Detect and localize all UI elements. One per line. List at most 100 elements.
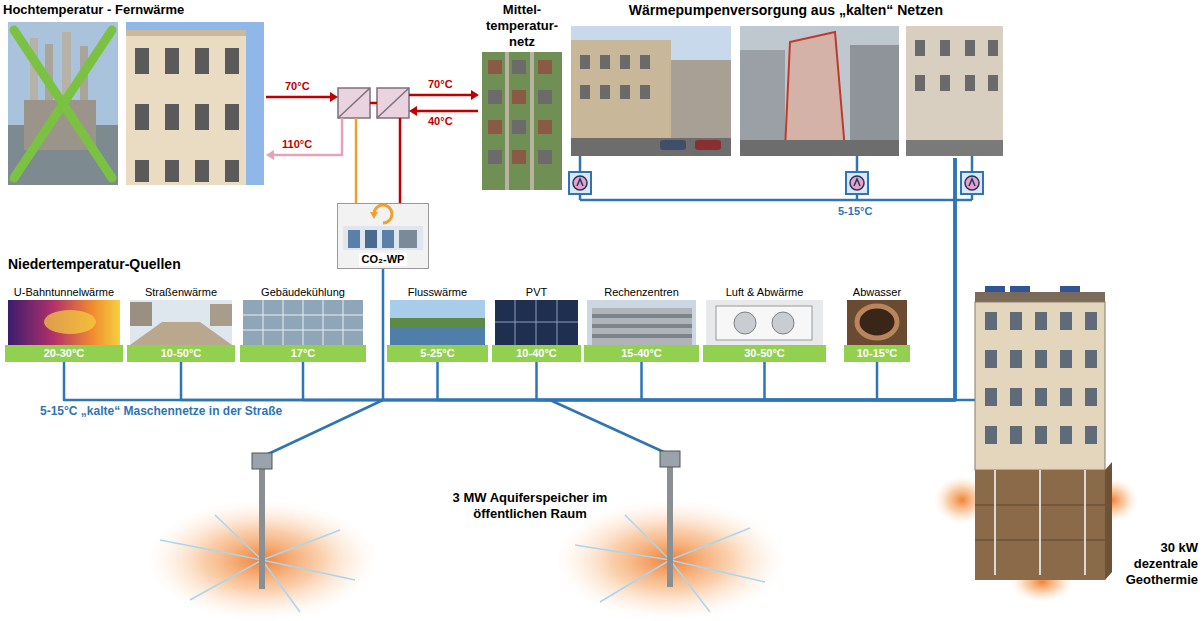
geothermal-building-part — [1085, 350, 1097, 368]
heat-pump-icons-part — [573, 176, 587, 190]
street-photos-part — [965, 75, 975, 91]
settlement-photo-part — [488, 150, 502, 164]
heat-source-tile: U-Bahntunnelwärme20-30°C — [5, 285, 123, 362]
power-plant-photo-part — [8, 22, 118, 185]
cold-network-pipe — [765, 158, 956, 400]
settlement-photo-part — [538, 90, 552, 104]
street-photos-part — [915, 75, 925, 91]
temperature-label: 110°C — [282, 138, 312, 151]
old-building-photo-part — [135, 160, 149, 182]
heating-pipes-part — [274, 118, 342, 155]
street-photos-part — [660, 140, 686, 150]
aquifer-storage-part — [266, 400, 383, 455]
cold-network-pipe — [303, 158, 955, 400]
source-pictures-part — [592, 324, 692, 328]
source-pictures-part — [303, 300, 304, 345]
power-plant-photo — [8, 22, 118, 185]
heat-source-tile: Straßenwärme10-50°C — [127, 285, 235, 362]
section-heading: Hochtemperatur - Fernwärme — [3, 2, 271, 18]
street-photos-part — [850, 45, 899, 156]
source-pictures-part — [592, 334, 692, 338]
aquifer-storage — [147, 400, 785, 620]
geothermal-building-part — [985, 388, 997, 406]
settlement-photo-part — [482, 52, 562, 190]
co2-heat-pump-picture-part — [343, 226, 423, 250]
aquifer-storage-part — [259, 469, 265, 589]
geothermal-building-part — [1060, 388, 1072, 406]
old-building-photo-part — [135, 48, 149, 74]
heat-pump-icons-part — [856, 156, 859, 172]
aquifer-storage-part — [670, 528, 750, 560]
source-pictures-part — [8, 300, 120, 345]
old-building-photo — [126, 22, 264, 185]
geothermal-building-part — [1060, 350, 1072, 368]
source-pictures-part — [495, 300, 578, 345]
source-pictures-part — [592, 314, 692, 318]
heat-source-tile: Flusswärme5-25°C — [387, 285, 488, 362]
aquifer-storage-part — [667, 467, 673, 587]
street-photos-part — [580, 85, 590, 99]
geothermal-building-part — [1035, 350, 1047, 368]
source-pictures-part — [734, 312, 756, 334]
street-photos-part — [915, 40, 925, 56]
power-plant-photo-part — [14, 30, 112, 178]
heat-pump-icons-part — [854, 179, 860, 186]
heating-pipes-part — [409, 94, 472, 97]
heat-exchangers — [338, 88, 409, 118]
section-heading: Mittel- temperatur- netz — [478, 2, 566, 50]
source-name: Straßenwärme — [127, 285, 235, 299]
heat-pump-icons — [569, 156, 983, 200]
cold-network-pipe — [642, 158, 956, 400]
street-photos-part — [600, 85, 610, 99]
street-photos — [571, 26, 1003, 156]
old-building-photo-part — [165, 104, 179, 130]
street-photos-part — [695, 140, 721, 150]
street-photos-part — [620, 85, 630, 99]
street-photos-part — [965, 40, 975, 56]
geothermal-building-part — [1010, 426, 1022, 444]
heat-pump-icons-part — [577, 179, 583, 186]
source-pictures-part — [130, 322, 232, 345]
geothermal-building-part — [1010, 350, 1022, 368]
heat-pump-icons-part — [971, 156, 974, 172]
heating-pipes — [266, 90, 479, 203]
aquifer-storage-part — [262, 530, 340, 560]
geothermal-building-part — [1084, 470, 1086, 575]
street-photos-part — [571, 26, 731, 156]
source-pictures-part — [243, 300, 363, 345]
street-photos-part — [740, 26, 899, 156]
co2-heat-pump-picture-part — [370, 212, 378, 219]
source-pictures-part — [592, 308, 692, 345]
heat-source-tile: PVT10-40°C — [492, 285, 581, 362]
source-name: PVT — [492, 285, 581, 299]
source-pictures-part — [706, 300, 823, 345]
geothermal-building-part — [1085, 312, 1097, 330]
street-photos-part — [906, 26, 1003, 156]
geothermal-building-part — [1010, 312, 1022, 330]
geothermal-building-part — [1060, 426, 1072, 444]
source-pictures-part — [263, 300, 264, 345]
aquifer-storage-part — [625, 515, 670, 560]
source-pictures-part — [44, 310, 96, 334]
heat-pump-icons-part — [969, 179, 975, 186]
street-photos-part — [940, 40, 950, 56]
settlement-photo-part — [512, 120, 526, 134]
street-photos-part — [988, 75, 998, 91]
heat-pump-icons-part — [580, 199, 972, 202]
street-photos-part — [740, 140, 899, 156]
cold-network-pipe — [383, 158, 955, 400]
settlement-photo-part — [512, 150, 526, 164]
heating-pipes-part — [330, 92, 338, 102]
settlement-photo-part — [505, 52, 509, 190]
photo-group: Wärmepumpenversorgung aus „kalten“ Netze… — [563, 2, 1009, 158]
geothermal-building-part — [985, 286, 1005, 292]
temperature-range: 10-15°C — [844, 345, 910, 362]
source-pictures-part — [283, 300, 284, 345]
source-name: Rechenzentren — [584, 285, 699, 299]
heat-exchangers-part — [377, 88, 409, 118]
aquifer-storage-part — [262, 560, 300, 612]
geothermal-building-part — [1085, 426, 1097, 444]
aquifer-storage-part — [550, 400, 666, 453]
